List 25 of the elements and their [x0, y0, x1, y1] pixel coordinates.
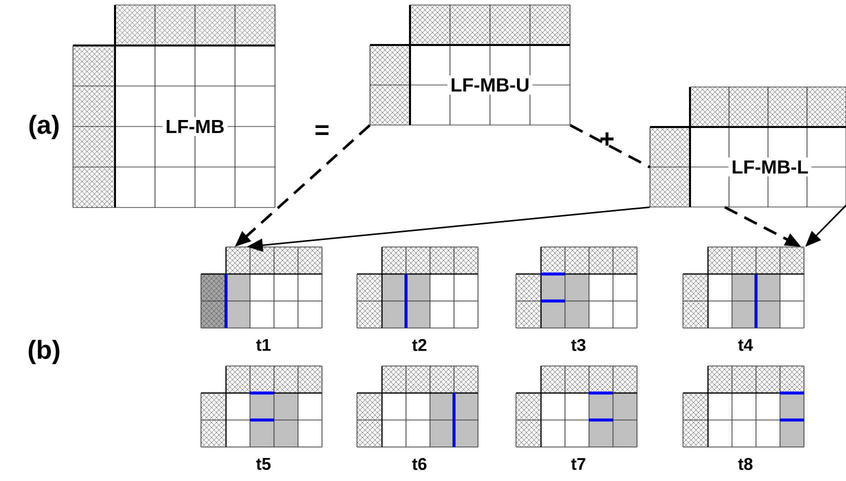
block-label: LF-MB-U — [447, 75, 533, 95]
operator-sign: + — [600, 132, 614, 146]
tile-label: t6 — [412, 458, 426, 470]
block-label: LF-MB-L — [728, 157, 812, 177]
tile-label: t2 — [412, 338, 426, 351]
panel-label: = — [316, 125, 329, 136]
tile-label: t3 — [571, 338, 586, 352]
tile-block — [515, 365, 638, 448]
tile-label: t1 — [256, 339, 271, 351]
matrix-block — [369, 4, 571, 126]
tile-label: t8 — [738, 458, 753, 470]
tile-label: t7 — [571, 458, 586, 470]
tile-block — [356, 246, 479, 329]
tile-block — [515, 246, 638, 329]
tile-block — [200, 365, 323, 448]
tile-label: t4 — [738, 339, 753, 351]
tile-block — [200, 246, 323, 329]
tile-label: t5 — [256, 458, 271, 470]
matrix-block — [649, 86, 846, 208]
tile-block — [356, 365, 479, 448]
tile-block — [682, 246, 805, 329]
panel-label: (b) — [28, 340, 60, 364]
tile-block — [682, 365, 806, 448]
matrix-block — [72, 4, 276, 208]
block-label: LF-MB — [162, 116, 228, 136]
